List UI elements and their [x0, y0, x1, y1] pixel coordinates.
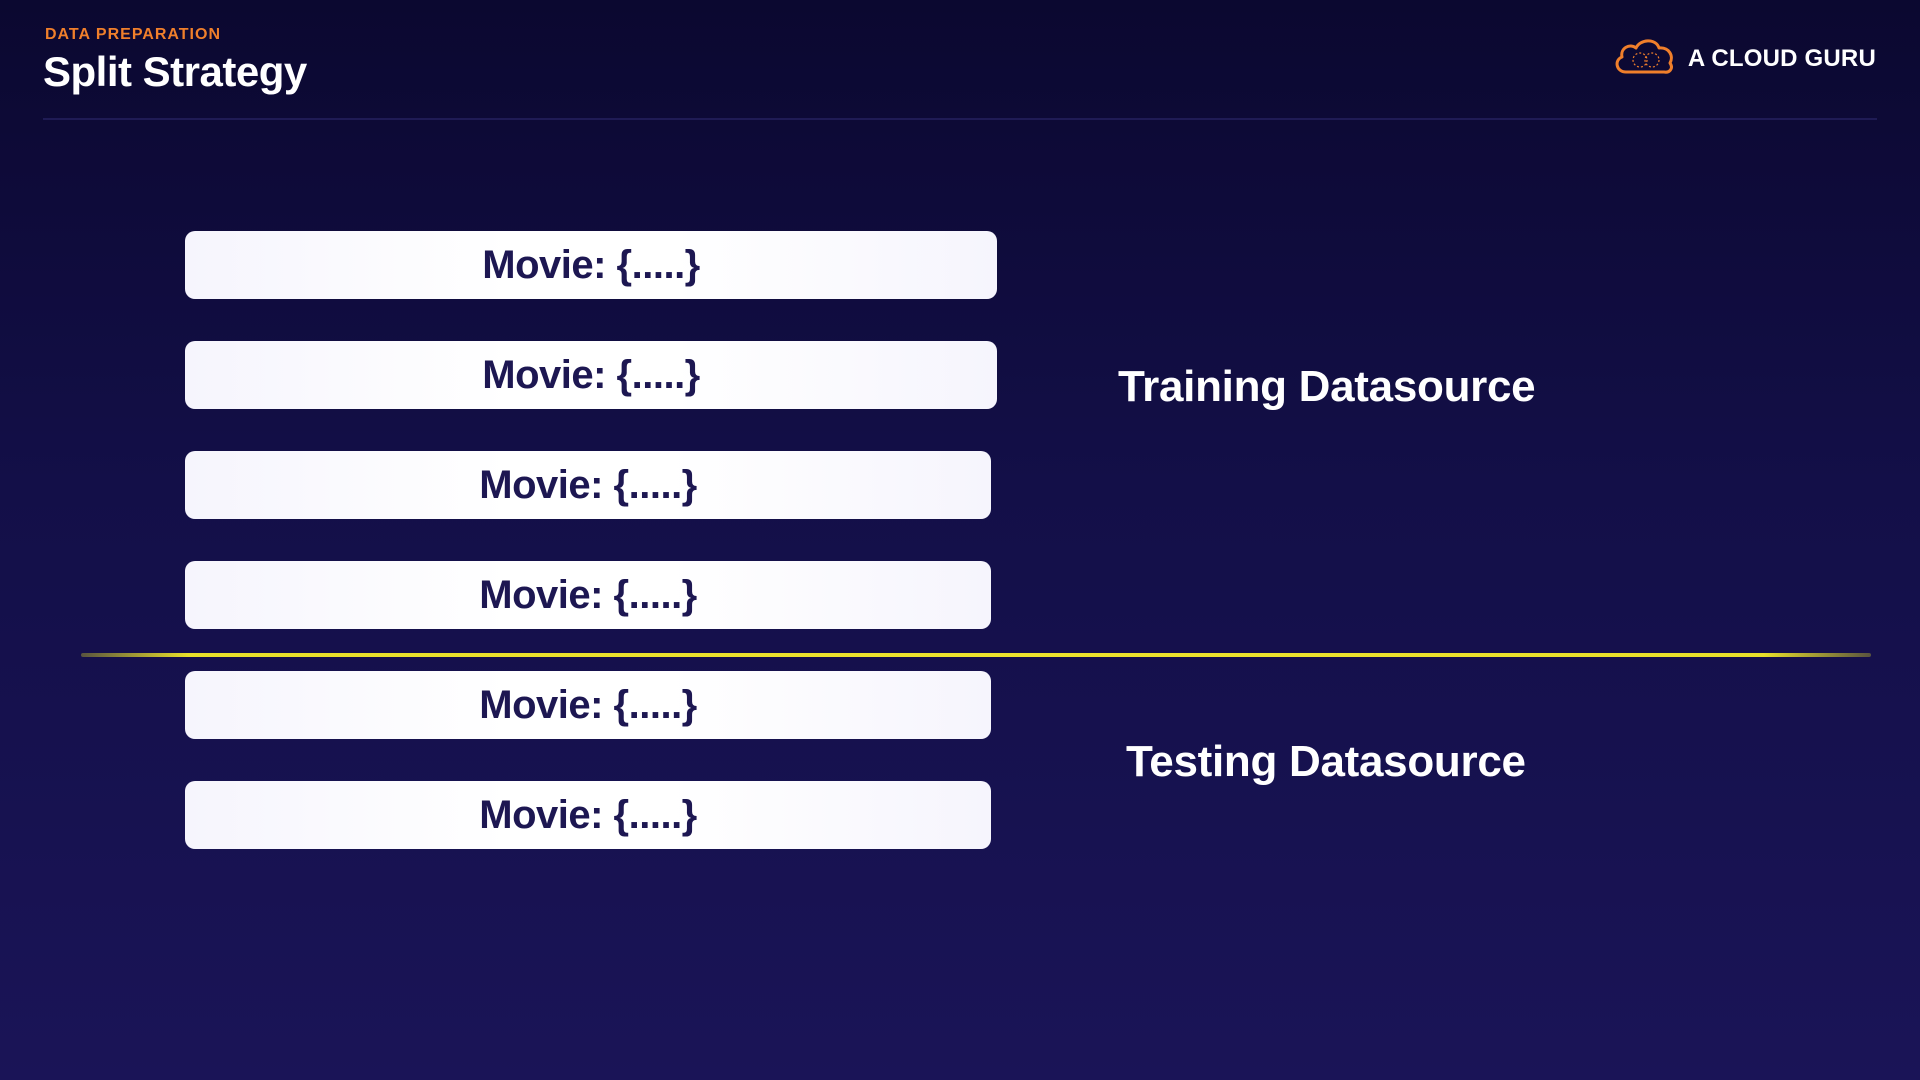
testing-datasource-label: Testing Datasource	[1126, 737, 1526, 786]
movie-record: Movie: {.....}	[185, 341, 997, 409]
page-title: Split Strategy	[43, 48, 307, 95]
brand-name: A CLOUD GURU	[1687, 44, 1876, 72]
eyebrow-label: DATA PREPARATION	[45, 26, 221, 43]
brand-logo: A CLOUD GURU	[1612, 36, 1876, 81]
split-divider-line	[81, 653, 1871, 657]
training-datasource-label: Training Datasource	[1118, 362, 1536, 411]
header-divider	[43, 118, 1877, 120]
cloud-icon	[1612, 36, 1676, 81]
movie-record: Movie: {.....}	[185, 671, 991, 739]
movie-record: Movie: {.....}	[185, 451, 991, 519]
movie-record: Movie: {.....}	[185, 231, 997, 299]
movie-record: Movie: {.....}	[185, 561, 991, 629]
movie-record: Movie: {.....}	[185, 781, 991, 849]
